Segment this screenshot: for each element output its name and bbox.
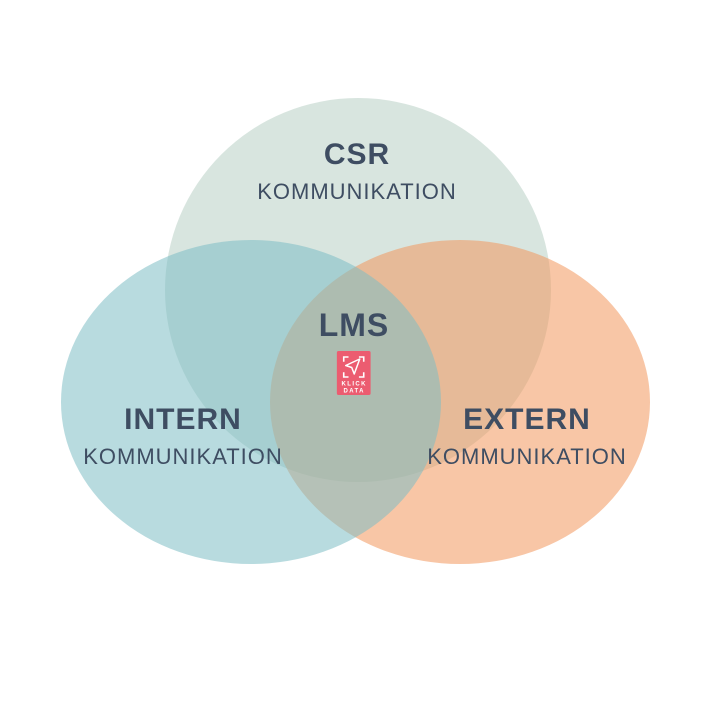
center-label: LMS KLICK DATA (318, 307, 390, 396)
cursor-arrow-icon (345, 358, 361, 375)
label-csr: CSR KOMMUNIKATION (257, 138, 457, 204)
label-extern: EXTERN KOMMUNIKATION (427, 403, 627, 469)
logo-text-data: DATA (344, 389, 365, 395)
intern-subtitle: KOMMUNIKATION (83, 444, 283, 469)
extern-subtitle: KOMMUNIKATION (427, 444, 627, 469)
lms-label: LMS (318, 307, 390, 343)
circle-intern-kommunikation (61, 240, 441, 564)
extern-title: EXTERN (463, 403, 591, 436)
logo-text-klick: KLICK (342, 382, 367, 388)
label-intern: INTERN KOMMUNIKATION (83, 403, 283, 469)
csr-subtitle: KOMMUNIKATION (257, 179, 457, 204)
intern-title: INTERN (124, 403, 242, 436)
viewfinder-brackets-icon (343, 356, 365, 378)
csr-title: CSR (323, 138, 391, 171)
klick-data-logo: KLICK DATA (336, 351, 371, 396)
